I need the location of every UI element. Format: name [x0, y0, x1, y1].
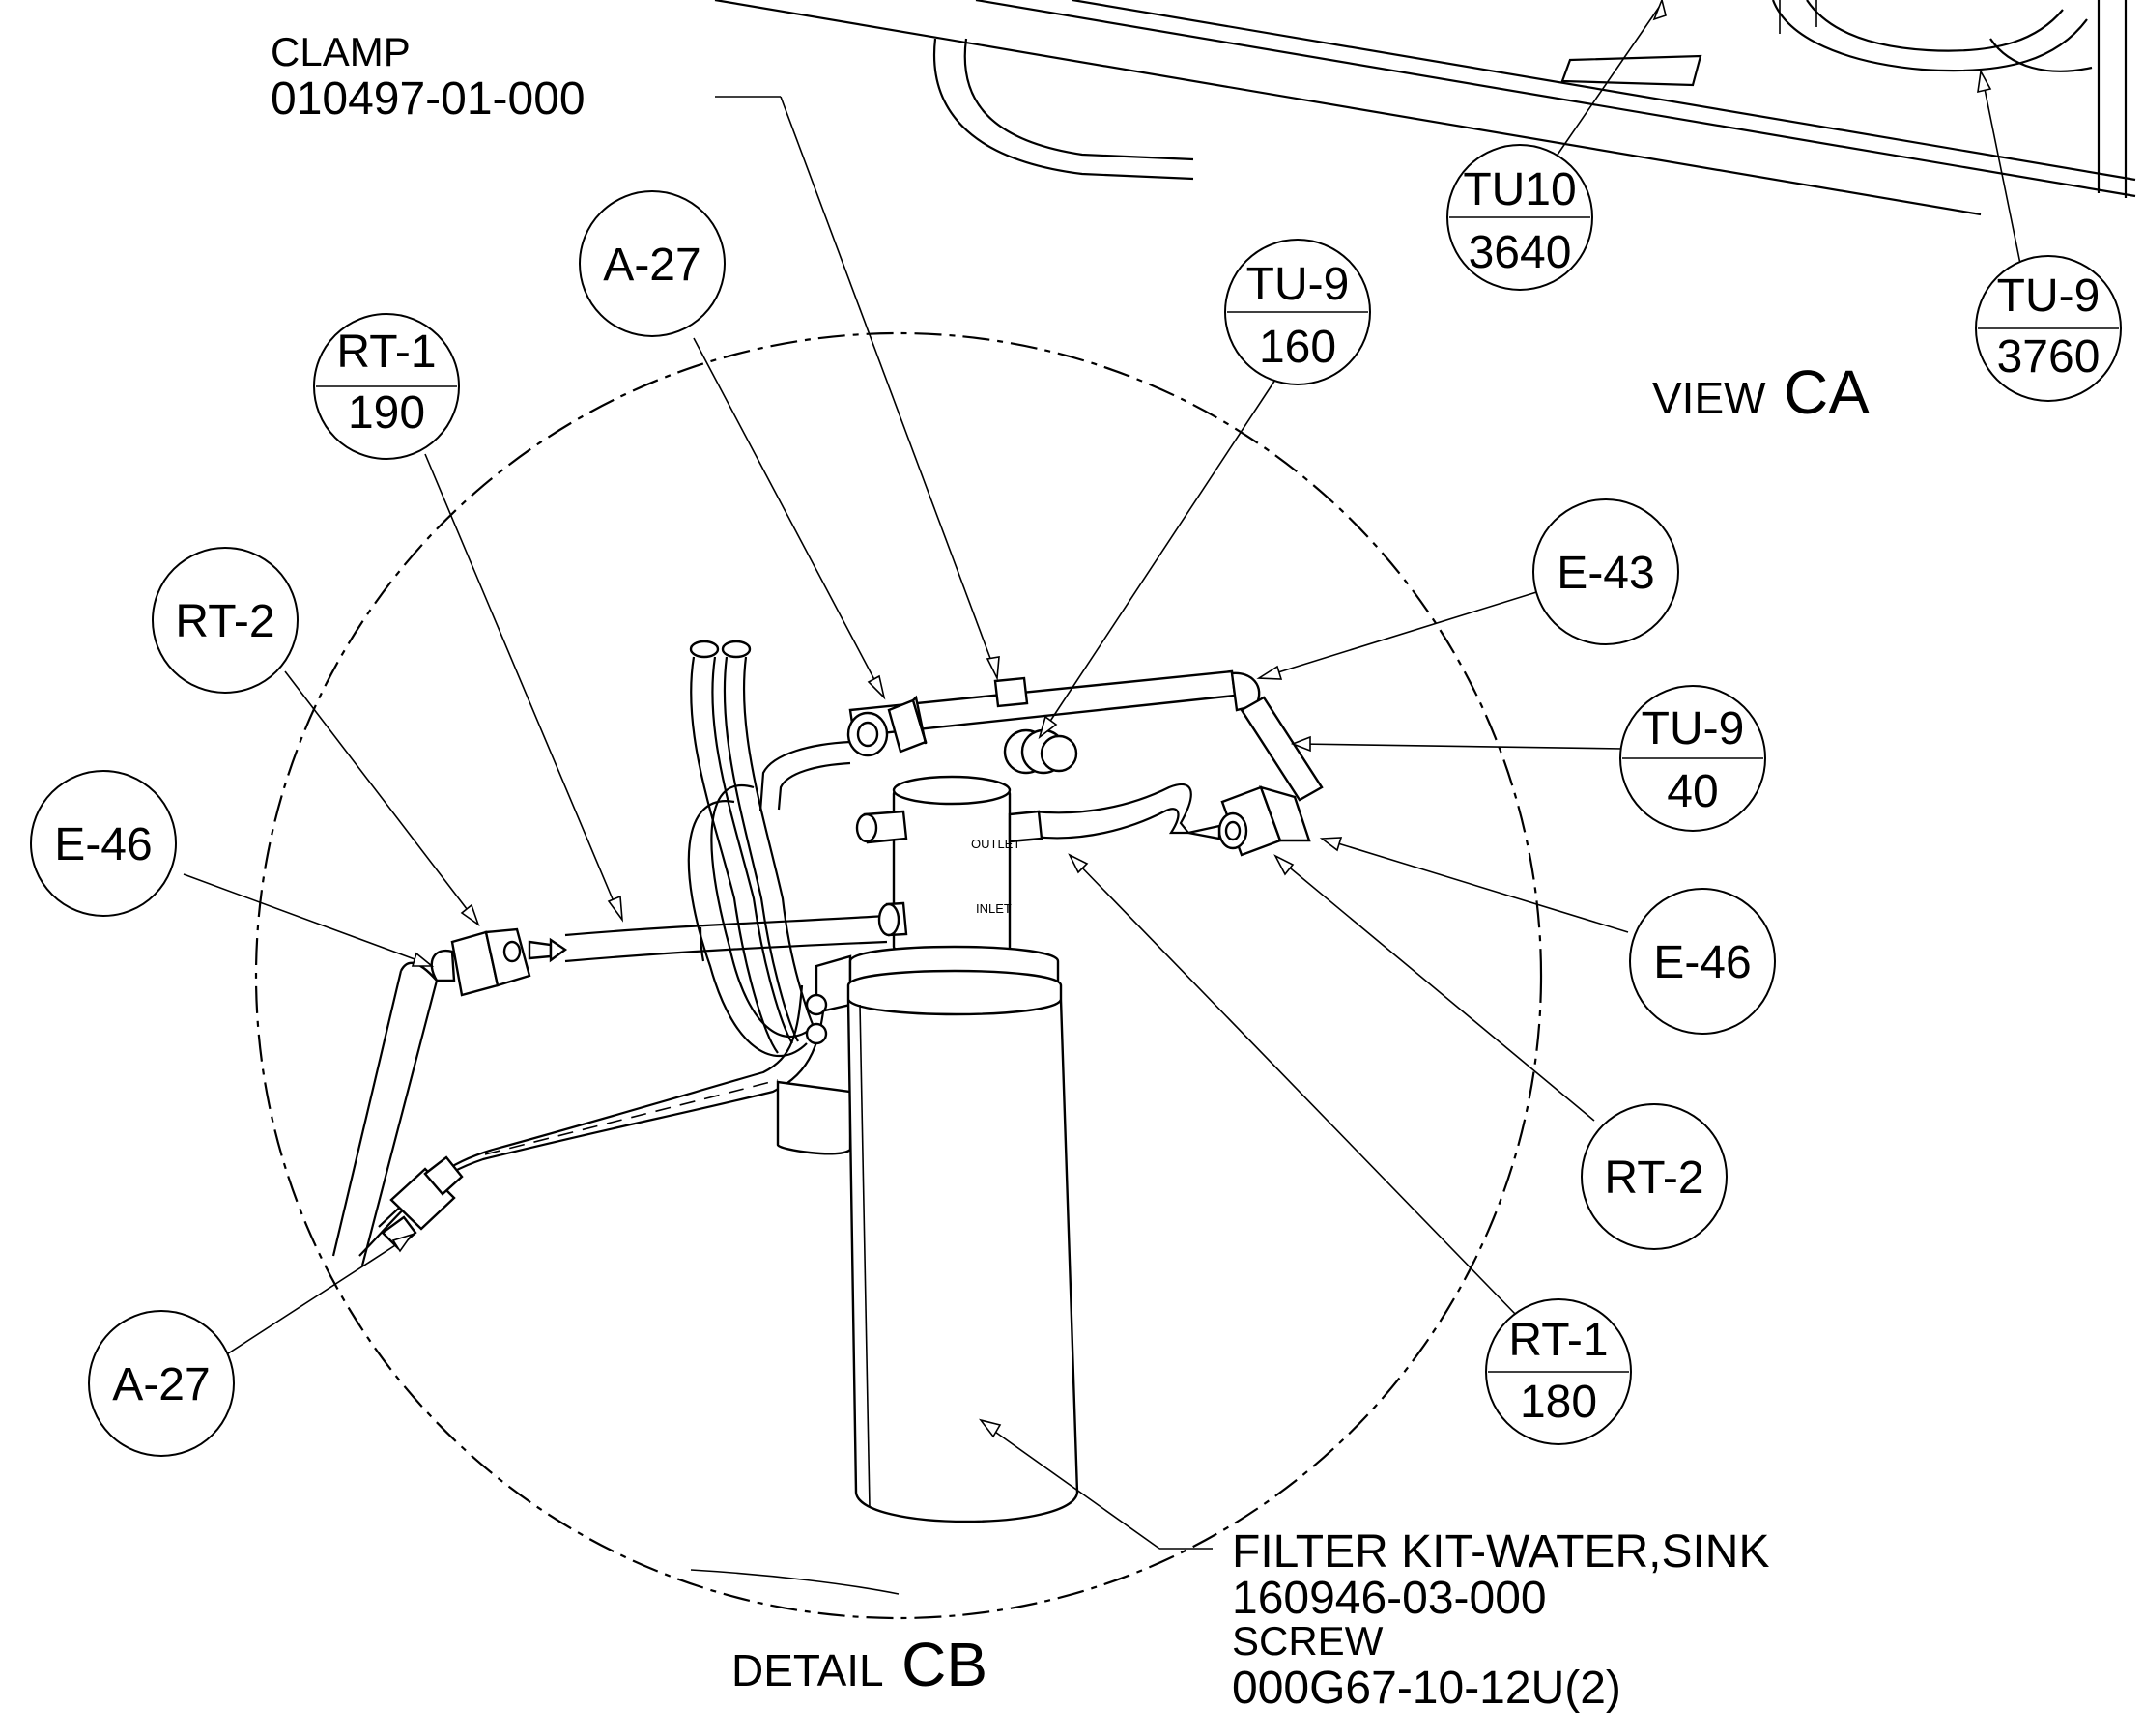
bubble-tu9-3760: TU-9 3760: [1975, 255, 2122, 402]
bubble-a27-top: A-27: [579, 190, 726, 337]
bubble-bottom-text: 3640: [1469, 227, 1572, 278]
view-ca-geometry: [714, 0, 2136, 216]
right-fitting: [1187, 785, 1311, 857]
filter-head: OUTLET INLET: [855, 775, 1043, 958]
bubble-text: RT-2: [1604, 1153, 1703, 1204]
clamp-name: CLAMP: [271, 29, 411, 74]
bubble-bottom-text: 40: [1667, 766, 1718, 817]
bubble-top-text: TU10: [1463, 164, 1576, 215]
filter-kit-part-number: 160946-03-000: [1232, 1573, 1547, 1624]
outlet-port-label: OUTLET: [971, 837, 1020, 851]
bubble-top-text: TU-9: [1997, 270, 2101, 322]
screw-callout: SCREW 000G67-10-12U(2): [1232, 1618, 1621, 1714]
bubble-rt1-190: RT-1 190: [313, 313, 460, 460]
filter-kit-callout: FILTER KIT-WATER,SINK 160946-03-000: [1232, 1526, 1769, 1624]
view-ca-id: CA: [1784, 357, 1870, 427]
detail-cb-prefix: DETAIL: [731, 1645, 884, 1695]
bubble-top-text: TU-9: [1246, 259, 1350, 310]
bubble-a27-bottom: A-27: [88, 1310, 235, 1457]
bubble-e46-left: E-46: [30, 770, 177, 917]
left-fitting: [430, 927, 568, 997]
bubble-rt1-180: RT-1 180: [1485, 1298, 1632, 1445]
view-ca-prefix: VIEW: [1652, 373, 1766, 423]
bubble-bottom-text: 160: [1259, 322, 1336, 373]
clamp-part-number: 010497-01-000: [271, 73, 586, 125]
screw-name: SCREW: [1232, 1618, 1384, 1664]
view-ca-label: VIEW CA: [1652, 357, 1870, 427]
bubble-top-text: TU-9: [1642, 703, 1745, 754]
screw-part-number: 000G67-10-12U(2): [1232, 1663, 1621, 1714]
bubble-tu9-160: TU-9 160: [1224, 239, 1371, 385]
bubble-text: A-27: [603, 240, 700, 291]
clamp-callout: CLAMP 010497-01-000: [271, 29, 586, 125]
filter-canister: [846, 945, 1079, 1523]
detail-cb-boundary: [254, 331, 1543, 1620]
bubble-text: A-27: [112, 1359, 210, 1410]
bubble-rt2-left: RT-2: [152, 547, 299, 694]
lower-union-fitting: [381, 1155, 464, 1250]
detail-cb-id: CB: [901, 1630, 987, 1699]
bubble-bottom-text: 180: [1520, 1377, 1597, 1428]
bubble-top-text: RT-1: [336, 327, 436, 378]
filter-kit-name: FILTER KIT-WATER,SINK: [1232, 1526, 1769, 1578]
inlet-port-label: INLET: [976, 901, 1012, 916]
detail-cb-geometry: OUTLET INLET: [331, 640, 1324, 1595]
filter-bracket: [776, 954, 852, 1155]
bubble-text: E-46: [1653, 937, 1751, 988]
bubble-bottom-text: 190: [348, 387, 425, 439]
bubble-tu9-40: TU-9 40: [1619, 685, 1766, 832]
view-ca-leaders: [1557, 0, 2022, 270]
top-hex-nut: [846, 695, 928, 757]
clamp-geometry: [993, 676, 1078, 775]
bubble-text: E-46: [54, 819, 152, 870]
bubble-text: RT-2: [175, 596, 274, 647]
bubble-bottom-text: 3760: [1997, 331, 2101, 383]
bubble-text: E-43: [1557, 548, 1654, 599]
bubble-e46-right: E-46: [1629, 888, 1776, 1035]
detail-cb-label: DETAIL CB: [731, 1630, 987, 1699]
bubble-rt2-right: RT-2: [1581, 1103, 1728, 1250]
bubble-top-text: RT-1: [1508, 1315, 1608, 1366]
bubble-e43: E-43: [1532, 498, 1679, 645]
bubble-tu10-3640: TU10 3640: [1446, 144, 1593, 291]
detail-cb-leaders: [183, 96, 1629, 1550]
